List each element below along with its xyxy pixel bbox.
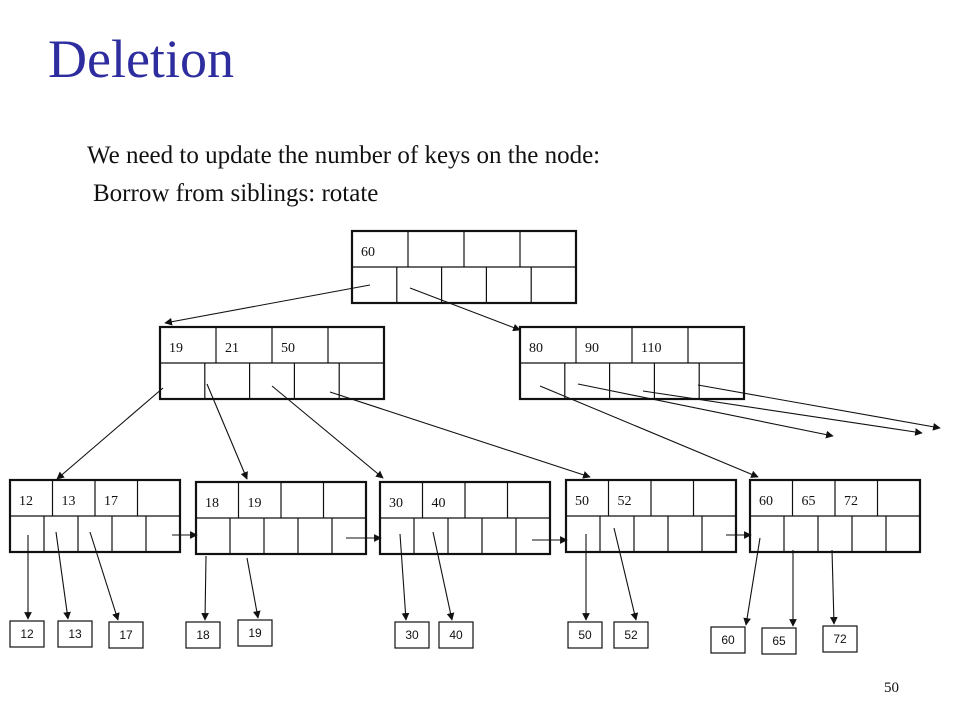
record-key: 60 <box>721 633 735 647</box>
record-key: 50 <box>578 628 592 642</box>
record-box <box>710 626 746 654</box>
internal-pointer-arrow <box>271 385 384 479</box>
record-pointer-arrow <box>246 557 261 619</box>
record-pointer-arrow <box>55 531 71 620</box>
internal-node-2-key: 80 <box>529 341 543 356</box>
subtitle-line-1: We need to update the number of keys on … <box>87 142 601 169</box>
leaf-node-2-key: 19 <box>248 496 262 511</box>
internal-node-2-key: 110 <box>641 341 661 356</box>
internal-pointer-arrow <box>642 390 923 436</box>
record-key: 12 <box>20 627 34 641</box>
record-key: 19 <box>248 626 262 640</box>
record-box <box>237 619 273 647</box>
record-box <box>9 620 45 648</box>
record-box <box>761 627 797 655</box>
leaf-node-5-key: 72 <box>844 494 858 509</box>
internal-node-2-key: 90 <box>585 341 599 356</box>
record-key: 52 <box>624 628 638 642</box>
record-pointer-arrow <box>743 537 761 626</box>
internal-node-1-key: 21 <box>225 341 239 356</box>
internal-pointer-arrow <box>539 385 759 478</box>
root-pointer-arrow <box>409 287 521 332</box>
leaf-node-5-key: 65 <box>802 494 816 509</box>
internal-node-1-key: 19 <box>169 341 183 356</box>
internal-pointer-arrow <box>577 383 834 439</box>
record-box <box>394 621 430 649</box>
leaf-node-5-key: 60 <box>759 494 773 509</box>
record-pointer-arrow <box>89 531 120 621</box>
root-pointer-arrow <box>164 284 371 326</box>
record-box <box>613 621 649 649</box>
record-key: 65 <box>772 634 786 648</box>
record-pointer-arrow <box>432 531 455 621</box>
record-box <box>185 621 221 649</box>
leaf-node-3-key: 30 <box>389 496 403 511</box>
record-key: 18 <box>196 628 210 642</box>
record-box <box>57 620 93 648</box>
leaf-node-3-key: 40 <box>432 496 446 511</box>
record-box <box>822 625 858 653</box>
record-key: 30 <box>405 628 419 642</box>
record-pointer-arrow <box>613 527 639 621</box>
record-key: 40 <box>449 628 463 642</box>
record-box <box>438 621 474 649</box>
leaf-node-1-key: 17 <box>104 494 118 509</box>
record-box <box>567 621 603 649</box>
subtitle-line-2: Borrow from siblings: rotate <box>93 180 379 207</box>
leaf-node-4-key: 52 <box>618 494 632 509</box>
leaf-node-2-key: 18 <box>205 496 219 511</box>
slide-title: Deletion <box>48 29 234 89</box>
page-number: 50 <box>884 680 899 696</box>
record-box <box>108 621 144 649</box>
record-pointer-arrow <box>829 549 838 625</box>
leaf-node-4-key: 50 <box>575 494 589 509</box>
record-pointer-arrow <box>399 533 410 621</box>
internal-pointer-arrow <box>697 384 941 431</box>
record-key: 72 <box>833 632 847 646</box>
root-node-key: 60 <box>361 245 375 260</box>
leaf-node-1-key: 12 <box>19 494 33 509</box>
internal-pointer-arrow <box>206 383 248 480</box>
record-key: 13 <box>68 627 82 641</box>
internal-node-1-key: 50 <box>281 341 295 356</box>
record-key: 17 <box>119 628 133 642</box>
internal-pointer-arrow <box>329 391 591 479</box>
internal-pointer-arrow <box>56 387 164 480</box>
record-pointer-arrow <box>201 555 209 621</box>
leaf-node-1-key: 13 <box>62 494 76 509</box>
